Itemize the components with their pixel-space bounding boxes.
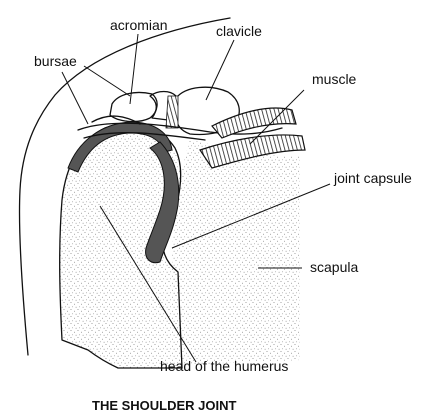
label-acromian: acromian xyxy=(110,17,168,33)
joint-capsule-band xyxy=(67,121,173,173)
diagram-title: THE SHOULDER JOINT xyxy=(92,398,237,413)
muscle-upper xyxy=(211,107,297,139)
label-joint-capsule: joint capsule xyxy=(333,170,412,186)
tendon-layer-1 xyxy=(77,122,283,135)
label-scapula: scapula xyxy=(310,259,358,275)
joint-hatching xyxy=(165,95,179,129)
label-head-humerus: head of the humerus xyxy=(160,358,288,374)
tendon-layer-2 xyxy=(83,132,206,141)
tendon-layer-3 xyxy=(91,115,141,125)
skin-outline xyxy=(18,17,231,356)
leader-acromian xyxy=(129,33,139,105)
leader-muscle xyxy=(249,89,305,145)
muscle-bundle xyxy=(199,134,306,169)
leader-bursae-2 xyxy=(61,71,89,125)
leader-bursae-1 xyxy=(83,65,131,97)
scapula-shape xyxy=(172,140,300,365)
leader-clavicle xyxy=(205,39,235,101)
leader-joint-capsule xyxy=(171,183,331,249)
label-bursae: bursae xyxy=(34,53,77,69)
glenoid-capsule xyxy=(145,141,180,264)
label-muscle: muscle xyxy=(312,71,357,87)
humerus-bone xyxy=(59,122,183,369)
leader-head-humerus xyxy=(99,205,197,363)
label-clavicle: clavicle xyxy=(216,23,262,39)
